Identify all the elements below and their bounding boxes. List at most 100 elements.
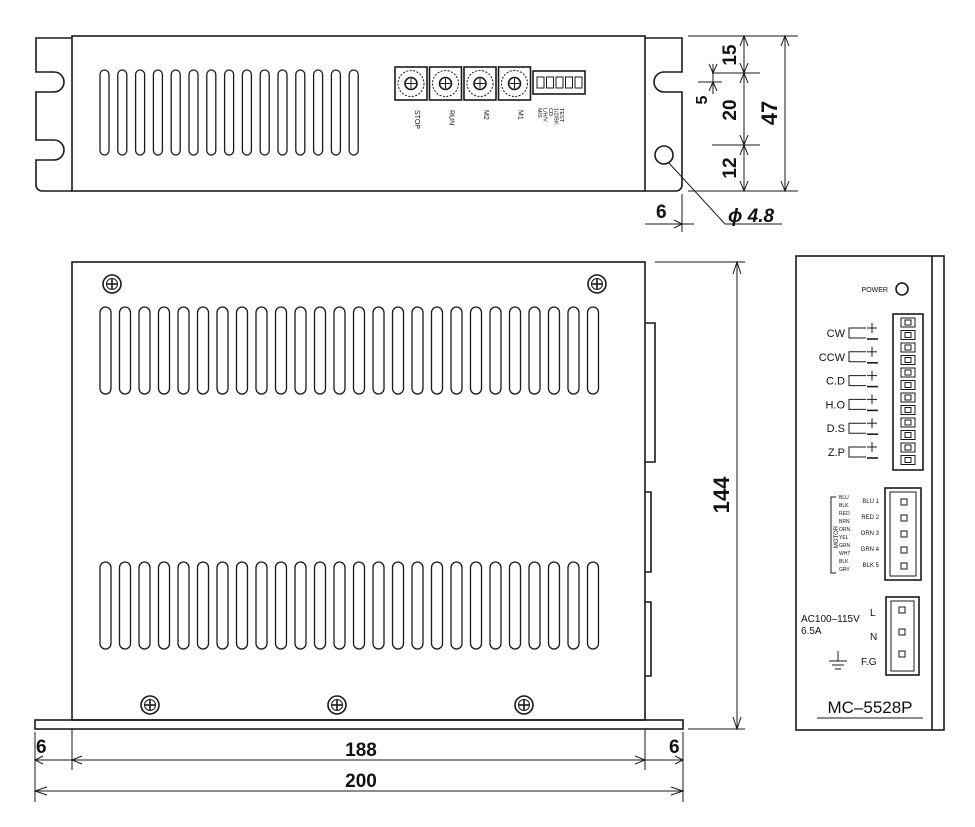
motor-wire-label: BLK <box>839 559 849 565</box>
vent-slot <box>352 306 366 395</box>
vent-slot <box>586 561 600 650</box>
rotary-switch <box>394 66 428 101</box>
motor-pin-label: RED 2 <box>861 515 879 521</box>
vent-slot <box>157 561 171 650</box>
ac-connector <box>885 596 920 676</box>
signal-connector <box>892 313 924 471</box>
motor-pin-label: BLU 1 <box>862 499 879 505</box>
vent-slot <box>312 69 324 156</box>
vent-slot <box>372 561 385 650</box>
signal-row: CW <box>827 323 878 340</box>
model-number: MC–5528P <box>827 698 912 717</box>
motor-connector <box>884 487 922 581</box>
top-body <box>71 35 646 192</box>
vent-slot <box>196 306 210 395</box>
rotary-switch <box>497 66 532 101</box>
vent-slot <box>391 306 405 395</box>
plan-view <box>34 261 684 730</box>
vent-slot <box>295 69 306 156</box>
vent-slot <box>294 561 307 650</box>
vent-slot <box>138 306 151 395</box>
vent-slot <box>489 561 502 650</box>
ac-spec-voltage: AC100–115V <box>801 614 860 625</box>
rotary-switch <box>463 66 497 101</box>
mounting-hole <box>654 145 674 165</box>
dim-5: 5 <box>694 95 711 104</box>
dim-200: 200 <box>345 771 377 792</box>
vent-slot <box>177 306 190 395</box>
motor-wire-label: GRY <box>839 567 850 573</box>
motor-wire-label: BRN <box>839 519 850 525</box>
top-right-flange <box>645 37 683 192</box>
motor-wire-label: BLU <box>839 495 849 501</box>
side-connector-profile <box>645 322 656 677</box>
vent-slot <box>508 306 522 395</box>
dim-20: 20 <box>720 99 741 120</box>
vent-slot <box>216 306 229 395</box>
vent-slot <box>99 69 110 156</box>
motor-pin-label: ORN 3 <box>861 531 880 537</box>
dim-47: 47 <box>757 101 782 125</box>
dip-label: L/H/V <box>542 108 548 122</box>
screw-icon <box>102 274 122 294</box>
dim-6-side: 6 <box>656 202 667 223</box>
vent-slot <box>216 561 229 650</box>
signal-label: CW <box>827 328 846 340</box>
dim-144: 144 <box>709 476 734 513</box>
vent-slot <box>450 561 463 650</box>
vent-slot <box>152 69 164 156</box>
signal-label: H.O <box>825 399 845 411</box>
dip-label: TEST <box>558 108 564 123</box>
vent-slot <box>411 561 424 650</box>
vent-slot <box>450 306 463 395</box>
vent-slot <box>274 561 288 650</box>
vent-slot <box>348 69 359 156</box>
switch-label: M2 <box>482 110 489 120</box>
signal-label: Z.P <box>828 447 845 459</box>
vent-slot <box>274 306 288 395</box>
ac-pin-label: L <box>870 608 876 619</box>
signal-row: D.S <box>827 418 878 435</box>
top-left-flange <box>35 37 72 192</box>
vent-slot <box>528 306 541 395</box>
switch-label: STOP <box>413 110 420 129</box>
vent-slot <box>528 561 541 650</box>
vent-slot <box>255 306 268 395</box>
motor-wire-label: YEL <box>839 535 849 541</box>
vent-slot <box>196 561 210 650</box>
switch-label: M1 <box>517 110 524 120</box>
vent-slot <box>294 306 307 395</box>
vent-slot <box>430 561 444 650</box>
vent-slot <box>313 561 327 650</box>
vent-slot <box>235 561 249 650</box>
signal-row: C.D <box>826 370 878 388</box>
motor-side-label: MOTOR <box>834 525 840 548</box>
vent-slot <box>547 306 561 395</box>
motor-wire-label: WHT <box>839 551 850 557</box>
vent-slot <box>333 561 346 650</box>
vent-slot <box>241 69 253 156</box>
dip-switch <box>532 70 586 95</box>
ac-pin-label: N <box>870 632 877 643</box>
signal-label: CCW <box>819 352 846 364</box>
signal-row: CCW <box>819 346 878 364</box>
dim-6-left: 6 <box>36 737 47 758</box>
motor-wire-label: GRN <box>839 543 851 549</box>
dim-hole-diameter: ϕ 4.8 <box>728 206 775 227</box>
top-vent-slots <box>99 69 359 156</box>
motor-pin-label: GRN 4 <box>861 547 880 553</box>
signal-label: C.D <box>826 376 845 388</box>
vent-slot <box>313 306 327 395</box>
dim-188: 188 <box>345 740 377 761</box>
motor-pin-label: BLK 5 <box>863 563 880 569</box>
dip-label: 1/2/BK <box>553 108 559 125</box>
vent-slot <box>177 561 190 650</box>
dim-15: 15 <box>720 44 741 66</box>
vent-slot <box>157 306 171 395</box>
